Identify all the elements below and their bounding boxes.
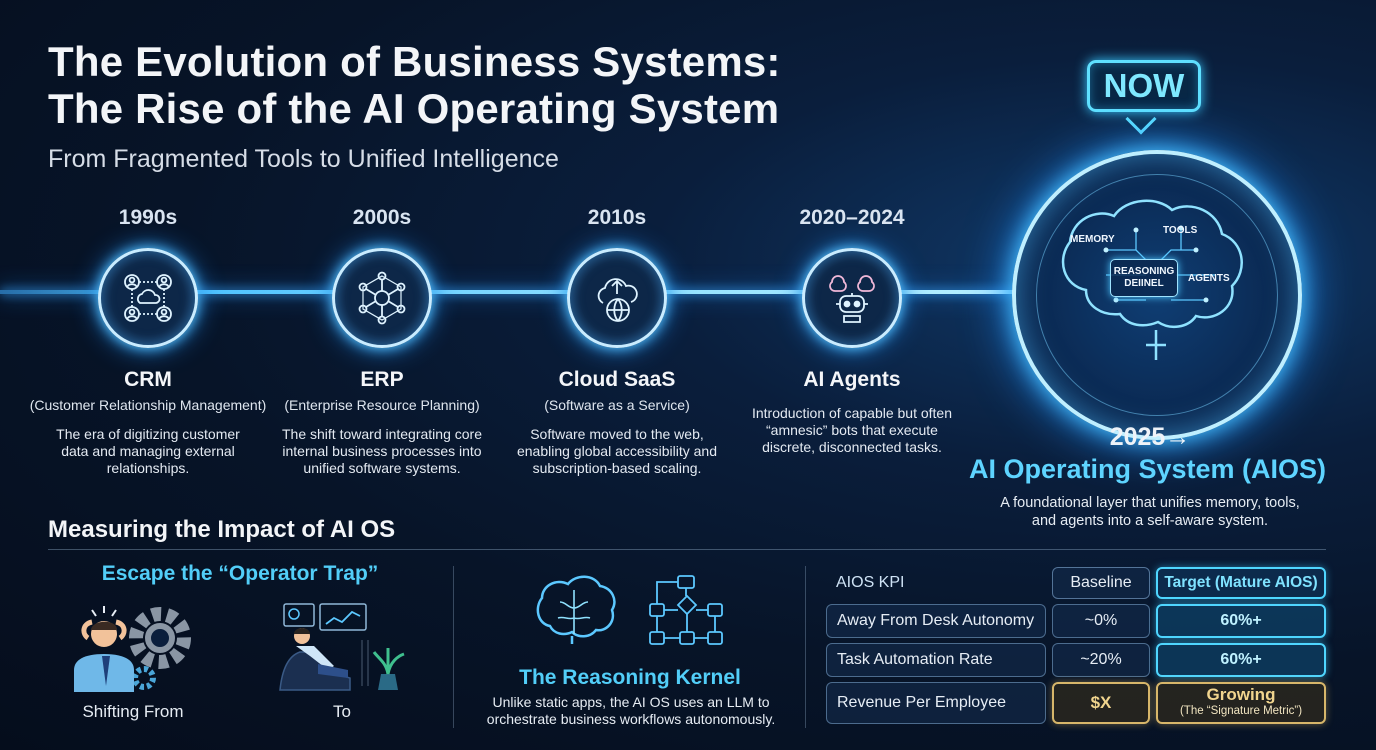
kpi-row-target: Growing (The “Signature Metric”)	[1156, 682, 1326, 724]
workflow-diagram-icon	[649, 575, 723, 645]
relaxed-user-icon	[279, 603, 405, 691]
escape-title: Escape the “Operator Trap”	[101, 562, 379, 585]
section-divider	[453, 566, 454, 728]
aios-inner-ring	[1036, 174, 1278, 416]
reasoning-brain-icon	[536, 575, 616, 644]
page-subtitle: From Fragmented Tools to Unified Intelli…	[48, 145, 559, 173]
impact-divider	[48, 549, 1326, 550]
era-fullname: (Enterprise Resource Planning)	[284, 397, 480, 413]
brain-label-kernel-1: REASONING	[1113, 266, 1175, 277]
era-year: 2020–2024	[799, 206, 905, 229]
cloud-globe-icon	[567, 248, 667, 348]
impact-heading: Measuring the Impact of AI OS	[48, 516, 396, 543]
title-line-2: The Rise of the AI Operating System	[48, 85, 780, 132]
kpi-row-label: Away From Desk Autonomy	[826, 604, 1046, 638]
kpi-row-baseline: ~20%	[1052, 643, 1150, 677]
title-line-1: The Evolution of Business Systems:	[48, 38, 781, 85]
robot-agent-icon	[802, 248, 902, 348]
section-divider	[805, 566, 806, 728]
kpi-row-baseline: $X	[1052, 682, 1150, 724]
brain-kernel-box: REASONING DEIINEL	[1110, 259, 1178, 297]
era-ai-agents: 2020–2024 AI Agents Introduction of capa…	[732, 206, 972, 456]
kpi-row-label: Task Automation Rate	[826, 643, 1046, 677]
shifting-from-label: Shifting From	[82, 702, 184, 721]
era-name: CRM	[124, 368, 172, 391]
era-year: 2000s	[352, 206, 412, 229]
kernel-description: Unlike static apps, the AI OS uses an LL…	[486, 694, 776, 727]
era-name: Cloud SaaS	[558, 368, 676, 391]
era-description: Software moved to the web, enabling glob…	[516, 426, 718, 476]
timeline-line	[0, 290, 1020, 294]
to-label: To	[333, 702, 351, 721]
kpi-header: AIOS KPI	[836, 574, 905, 591]
era-description: Introduction of capable but often “amnes…	[751, 405, 953, 455]
aios-description: A foundational layer that unifies memory…	[1000, 495, 1300, 529]
target-header: Target (Mature AIOS)	[1156, 567, 1326, 599]
era-name: AI Agents	[803, 368, 901, 391]
kpi-row-target: 60%+	[1156, 604, 1326, 638]
baseline-header: Baseline	[1052, 567, 1150, 599]
aios-name: AI Operating System (AIOS)	[968, 454, 1327, 484]
page-title: The Evolution of Business Systems: The R…	[48, 38, 781, 132]
brain-label-kernel-2: DEIINEL	[1124, 278, 1164, 289]
kpi-row-target: 60%+	[1156, 643, 1326, 677]
stressed-operator-icon	[74, 606, 191, 692]
era-description: The shift toward integrating core intern…	[282, 426, 482, 476]
era-description: The era of digitizing customer data and …	[56, 426, 240, 476]
kpi-target-note: (The “Signature Metric”)	[1179, 705, 1303, 717]
crm-network-icon	[98, 248, 198, 348]
brain-label-tools: TOOLS	[1163, 225, 1198, 236]
era-cloud-saas: 2010s Cloud SaaS (Software as a Service)…	[497, 206, 737, 477]
brain-label-memory: MEMORY	[1070, 234, 1115, 245]
erp-hub-icon	[332, 248, 432, 348]
era-name: ERP	[360, 368, 404, 391]
kpi-target-value: Growing	[1206, 685, 1276, 704]
now-badge: NOW	[1087, 60, 1201, 112]
era-year: 2010s	[587, 206, 647, 229]
era-fullname: (Customer Relationship Management)	[29, 397, 267, 413]
era-year: 1990s	[118, 206, 178, 229]
kpi-row-label: Revenue Per Employee	[826, 682, 1046, 724]
era-erp: 2000s ERP (Enterprise Resource Planning)…	[262, 206, 502, 477]
kpi-row-baseline: ~0%	[1052, 604, 1150, 638]
kernel-title: The Reasoning Kernel	[519, 666, 741, 689]
era-crm: 1990s CRM (Customer Relationship Managem…	[28, 206, 268, 477]
era-fullname: (Software as a Service)	[544, 397, 690, 413]
aios-year: 2025→	[1109, 423, 1191, 451]
brain-label-agents: AGENTS	[1188, 273, 1230, 284]
